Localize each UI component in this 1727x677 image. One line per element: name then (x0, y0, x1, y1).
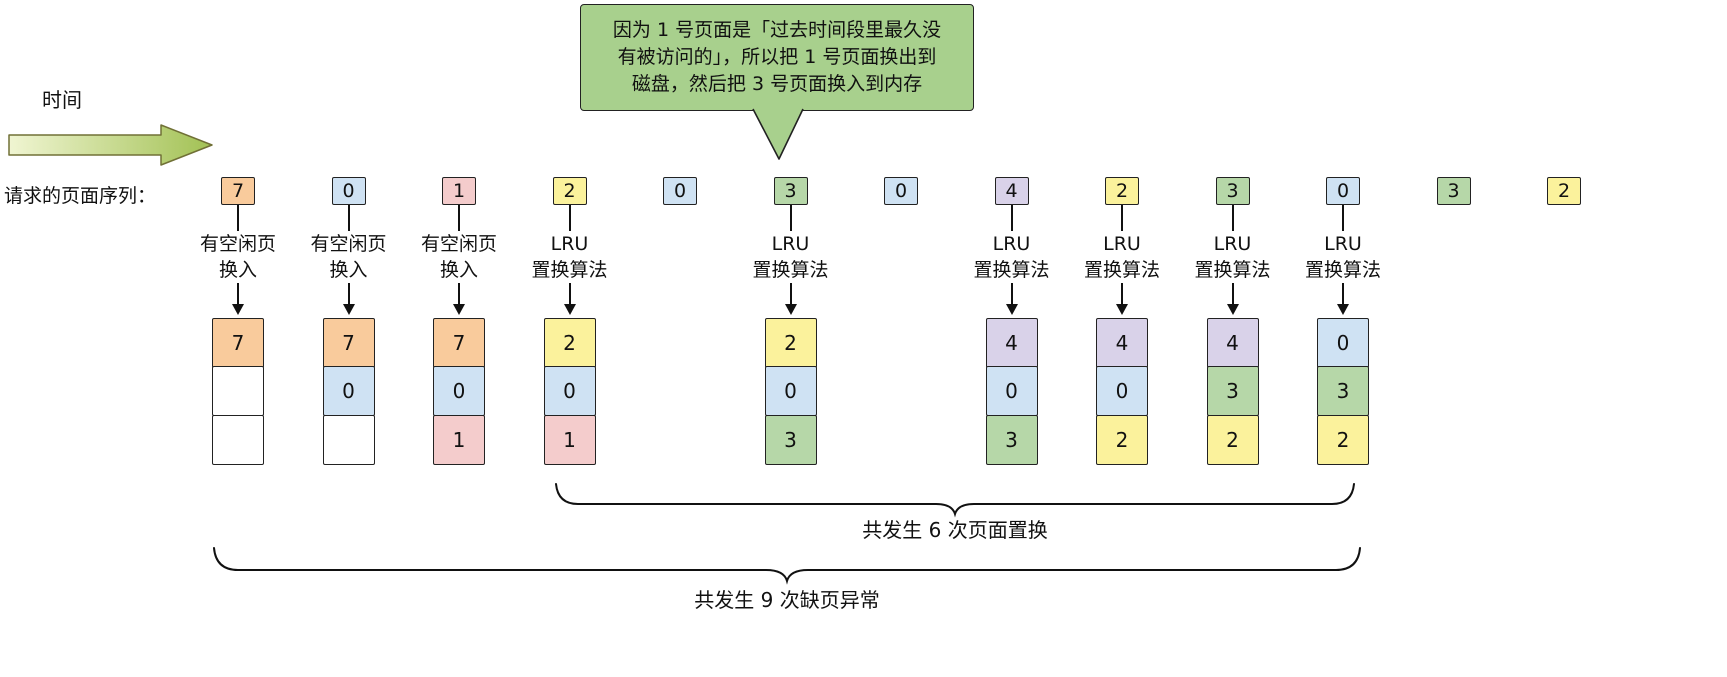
down-arrow-icon (563, 283, 576, 315)
memory-cell (322, 414, 375, 465)
sequence-column: 7 有空闲页换入 7 (183, 177, 293, 465)
down-arrow-icon (1116, 283, 1128, 315)
callout-line: 因为 1 号页面是「过去时间段里最久没 (612, 19, 942, 41)
memory-cell: 4 (1096, 318, 1148, 368)
page-box: 0 (331, 177, 366, 205)
operation-label: 有空闲页换入 (310, 233, 387, 281)
callout-tail-icon (752, 108, 804, 160)
sequence-column: 0 (625, 177, 735, 205)
memory-cell: 0 (1096, 366, 1148, 417)
connector-line (1121, 205, 1123, 231)
down-arrow-icon (1226, 283, 1239, 315)
down-arrow-icon (784, 283, 797, 315)
sequence-column: 3 (1399, 177, 1509, 205)
callout-line: 有被访问的」，所以把 1 号页面换出到 (617, 46, 937, 68)
operation-label: 有空闲页换入 (199, 233, 276, 281)
replacement-count-label: 共发生 6 次页面置换 (862, 518, 1048, 542)
memory-cell: 2 (1206, 414, 1259, 465)
connector-line (347, 205, 350, 231)
time-arrow-icon (8, 124, 213, 166)
sequence-label: 请求的页面序列： (4, 185, 157, 207)
memory-cell: 3 (985, 414, 1038, 465)
memory-cell: 1 (433, 414, 485, 465)
page-box: 3 (1436, 177, 1471, 205)
sequence-column: 0 (846, 177, 956, 205)
memory-cell: 2 (543, 318, 596, 368)
page-box: 7 (221, 177, 255, 205)
connector-line (1231, 205, 1234, 231)
memory-cell: 3 (764, 414, 817, 465)
page-box: 1 (442, 177, 476, 205)
sequence-column: 2 (1509, 177, 1619, 205)
page-box: 0 (1326, 177, 1360, 205)
connector-line (1342, 205, 1344, 231)
memory-cell: 0 (433, 366, 485, 417)
page-box: 2 (1547, 177, 1581, 205)
memory-cell: 2 (764, 318, 817, 368)
memory-cell: 7 (433, 318, 485, 368)
memory-frames: 7 (212, 318, 264, 465)
page-box: 2 (1105, 177, 1139, 205)
connector-line (1010, 205, 1013, 231)
callout-line: 磁盘，然后把 3 号页面换入到内存 (631, 73, 923, 95)
page-box: 0 (663, 177, 697, 205)
operation-label: 有空闲页换入 (420, 233, 497, 281)
connector-line (237, 205, 239, 231)
memory-cell: 4 (1206, 318, 1259, 368)
connector-line (568, 205, 571, 231)
page-box: 2 (552, 177, 587, 205)
connector-line (458, 205, 460, 231)
down-arrow-icon (232, 283, 244, 315)
down-arrow-icon (1005, 283, 1018, 315)
down-arrow-icon (453, 283, 465, 315)
memory-cell: 0 (322, 366, 375, 417)
page-box: 0 (884, 177, 918, 205)
memory-cell: 3 (1206, 366, 1259, 417)
time-arrow-label: 时间 (42, 88, 82, 112)
memory-cell: 0 (1317, 318, 1369, 368)
page-box: 3 (1215, 177, 1250, 205)
page-box: 4 (994, 177, 1029, 205)
page-box: 3 (773, 177, 808, 205)
memory-cell (212, 414, 264, 465)
memory-cell: 7 (322, 318, 375, 368)
down-arrow-icon (342, 283, 355, 315)
memory-cell: 4 (985, 318, 1038, 368)
memory-cell: 2 (1317, 414, 1369, 465)
memory-cell (212, 366, 264, 417)
pagefault-count-label: 共发生 9 次缺页异常 (694, 588, 880, 612)
callout-bubble: 因为 1 号页面是「过去时间段里最久没 有被访问的」，所以把 1 号页面换出到 … (580, 4, 974, 111)
memory-cell: 3 (1317, 366, 1369, 417)
down-arrow-icon (1337, 283, 1349, 315)
memory-cell: 7 (212, 318, 264, 368)
memory-cell: 1 (543, 414, 596, 465)
memory-cell: 0 (985, 366, 1038, 417)
memory-cell: 0 (764, 366, 817, 417)
connector-line (789, 205, 792, 231)
memory-cell: 0 (543, 366, 596, 417)
memory-cell: 2 (1096, 414, 1148, 465)
